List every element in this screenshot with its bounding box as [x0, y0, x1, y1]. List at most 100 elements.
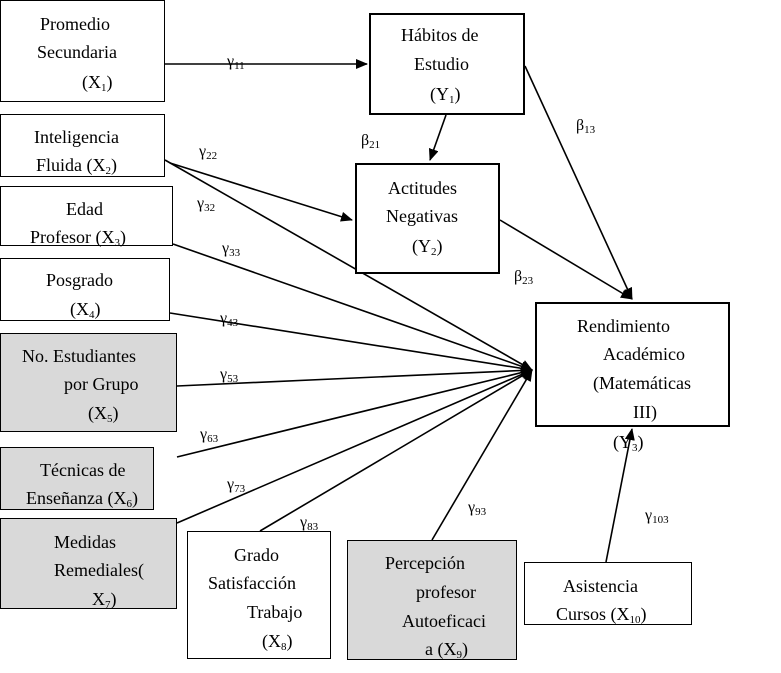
- node-y1: [369, 13, 525, 115]
- node-x6-line: Técnicas de: [40, 460, 126, 480]
- node-x8-line: Grado: [234, 545, 279, 565]
- path-coefficient-g103: γ103: [645, 507, 669, 526]
- subscript: 1: [449, 94, 455, 106]
- subscript: 93: [475, 506, 487, 518]
- subscript: 63: [207, 433, 219, 445]
- subscript: 2: [105, 165, 112, 177]
- node-x5-line: por Grupo: [64, 374, 139, 394]
- node-x9-line: profesor: [416, 582, 476, 602]
- subscript: 22: [206, 150, 218, 162]
- path-coefficient-b21: β21: [361, 132, 381, 151]
- path-coefficient-g63: γ63: [200, 426, 219, 445]
- node-x1-line: Secundaria: [37, 42, 117, 62]
- subscript: 11: [234, 60, 245, 72]
- node-x8: [187, 531, 331, 659]
- arrow-g33: [172, 243, 533, 372]
- node-x2-line: Inteligencia: [34, 127, 119, 147]
- subscript: 8: [281, 641, 287, 653]
- node-y2: [355, 163, 500, 274]
- node-x6-line: Enseñanza (X6): [26, 488, 138, 510]
- node-x3-line: Profesor (X3): [30, 227, 126, 249]
- node-x4-line: (X4): [70, 299, 101, 321]
- node-x1-line: Promedio: [40, 14, 110, 34]
- node-x9-line: a (X9): [425, 639, 468, 661]
- path-coefficient-g53: γ53: [220, 366, 239, 385]
- node-x3: [0, 186, 173, 246]
- subscript: 21: [369, 139, 381, 151]
- path-coefficient-g83: γ83: [300, 514, 319, 533]
- node-y3-line: (Matemáticas: [593, 373, 691, 393]
- node-x8-line: Trabajo: [247, 602, 303, 622]
- node-y3-line: III): [633, 402, 657, 422]
- node-y1-line: Hábitos de: [401, 25, 479, 45]
- node-x5-line: (X5): [88, 403, 119, 425]
- node-x2: [0, 114, 165, 177]
- node-x1-line: (X1): [82, 72, 113, 94]
- node-y1-line: (Y1): [430, 84, 461, 106]
- node-y3-line: Académico: [603, 344, 685, 364]
- node-x8-line: Satisfacción: [208, 573, 296, 593]
- node-y2-line: Negativas: [386, 206, 458, 226]
- node-y2-line: (Y2): [412, 236, 443, 258]
- subscript: 3: [632, 442, 638, 454]
- node-x3-line: Edad: [66, 199, 103, 219]
- node-x1: [0, 0, 165, 102]
- node-x4: [0, 258, 170, 321]
- arrow-b23: [499, 219, 633, 300]
- subscript: 13: [584, 124, 596, 136]
- subscript: 9: [456, 649, 462, 661]
- node-x6: [0, 447, 154, 510]
- node-x10-line: Cursos (X10): [556, 604, 647, 626]
- node-y3-line: Rendimiento: [577, 316, 670, 336]
- subscript: 4: [89, 309, 95, 321]
- subscript: 103: [652, 514, 669, 526]
- subscript: 73: [234, 483, 246, 495]
- arrow-g93: [431, 369, 533, 541]
- subscript: 2: [431, 246, 437, 258]
- subscript: 83: [307, 521, 319, 533]
- subscript: 1: [101, 82, 107, 94]
- node-x9-line: Autoeficaci: [402, 611, 486, 631]
- node-x7-line: Medidas: [54, 532, 116, 552]
- subscript: 43: [227, 317, 239, 329]
- subscript: 23: [522, 275, 534, 287]
- node-y2-line: Actitudes: [388, 178, 457, 198]
- node-x10-line: Asistencia: [563, 576, 638, 596]
- path-coefficient-g43: γ43: [220, 310, 239, 329]
- arrow-b13: [524, 65, 633, 300]
- node-y3: [535, 302, 730, 427]
- node-x7-line: Remediales(: [54, 560, 144, 580]
- path-coefficient-g22: γ22: [199, 143, 218, 162]
- subscript: 5: [107, 413, 113, 425]
- arrow-g83: [259, 369, 533, 532]
- node-x10: [524, 562, 692, 625]
- subscript: 53: [227, 373, 239, 385]
- path-coefficient-b23: β23: [514, 268, 534, 287]
- node-x5-line: No. Estudiantes: [22, 346, 136, 366]
- node-x7-line: X7): [92, 589, 117, 611]
- path-coefficient-g93: γ93: [468, 499, 487, 518]
- path-coefficient-g32: γ32: [197, 195, 216, 214]
- arrow-g22: [169, 162, 353, 222]
- node-x9: [347, 540, 517, 660]
- arrow-g103: [605, 428, 635, 563]
- subscript: 6: [126, 498, 132, 510]
- node-x8-line: (X8): [262, 631, 293, 653]
- node-x9-line: Percepción: [385, 553, 465, 573]
- node-x2-line: Fluida (X2): [36, 155, 117, 177]
- arrow-b21: [428, 114, 447, 161]
- node-x4-line: Posgrado: [46, 270, 113, 290]
- path-coefficient-g11: γ11: [227, 53, 245, 72]
- path-coefficient-g73: γ73: [227, 476, 246, 495]
- subscript: 3: [114, 237, 120, 249]
- subscript: 33: [229, 247, 241, 259]
- arrow-g53: [176, 365, 533, 387]
- node-y3-line: (Y3): [613, 432, 644, 454]
- arrow-g73: [176, 369, 533, 524]
- arrow-g43: [169, 312, 533, 374]
- path-coefficient-b13: β13: [576, 117, 596, 136]
- subscript: 7: [105, 599, 111, 611]
- subscript: 10: [629, 614, 641, 626]
